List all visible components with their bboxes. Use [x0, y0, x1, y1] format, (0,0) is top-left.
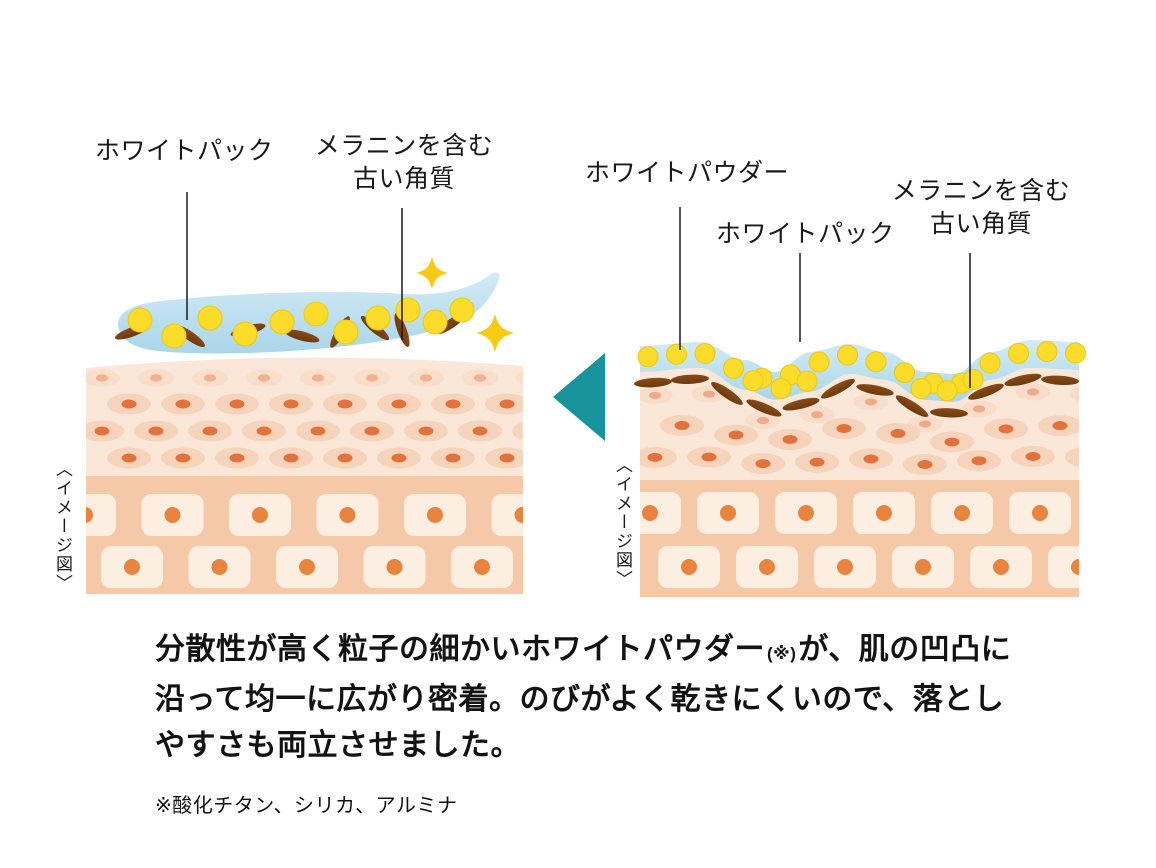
- label-left-melanin: メラニンを含む 古い角質: [308, 130, 500, 196]
- description-paragraph: 分散性が高く粒子の細かいホワイトパウダー(※)が、肌の凹凸に沿って均一に広がり密…: [155, 627, 1025, 769]
- description-text-before: 分散性が高く粒子の細かいホワイトパウダー: [155, 633, 765, 666]
- label-right-melanin-line1: メラニンを含む: [891, 177, 1071, 205]
- white-powder-particles: [637, 341, 1086, 402]
- label-right-melanin-line2: 古い角質: [929, 210, 1032, 238]
- right-skin-diagram: [553, 207, 1086, 597]
- label-right-white-powder: ホワイトパウダー: [585, 159, 790, 187]
- label-left-white-pack: ホワイトパック: [95, 137, 274, 165]
- skin-block-row: [640, 492, 1071, 534]
- skin-cell-row: [660, 414, 1079, 453]
- right-lower-skin-cells: [640, 492, 1079, 588]
- skin-cell-row: [640, 383, 1079, 433]
- skin-block-row: [658, 546, 1079, 588]
- left-skin-diagram: [86, 192, 523, 594]
- white-powder-particles: [127, 297, 475, 349]
- note-marker: (※): [767, 644, 797, 663]
- skin-cell-row: [640, 446, 1079, 475]
- left-epidermis-layer: [86, 357, 523, 476]
- sparkle-icon: [416, 257, 448, 289]
- label-left-melanin-line1: メラニンを含む: [314, 132, 494, 160]
- skin-block-row: [86, 494, 523, 536]
- label-right-melanin: メラニンを含む 古い角質: [885, 175, 1077, 241]
- right-image-note-vertical: 〈イメージ図〉: [613, 456, 632, 589]
- label-right-white-pack: ホワイトパック: [716, 220, 895, 248]
- footnote: ※酸化チタン、シリカ、アルミナ: [155, 795, 458, 817]
- arrow-left-icon: [553, 353, 605, 441]
- sparkle-icon: [476, 314, 514, 352]
- left-image-note-vertical: 〈イメージ図〉: [53, 460, 72, 593]
- left-epidermis-cells: [86, 369, 523, 469]
- old-keratin-particles: [634, 373, 1079, 418]
- label-left-melanin-line2: 古い角質: [352, 165, 455, 193]
- skin-cell-row: [86, 420, 523, 442]
- skin-cell-row: [107, 447, 523, 469]
- left-lower-skin-cells: [86, 494, 523, 588]
- description-text-after: が、肌の凹凸に沿って均一に広がり密着。のびがよく乾きにくいので、落としやすさも両…: [155, 633, 1012, 762]
- skin-block-row: [101, 546, 513, 588]
- right-epidermis-cells: [640, 383, 1079, 475]
- skin-cell-row: [86, 369, 523, 387]
- skin-cell-row: [107, 393, 523, 415]
